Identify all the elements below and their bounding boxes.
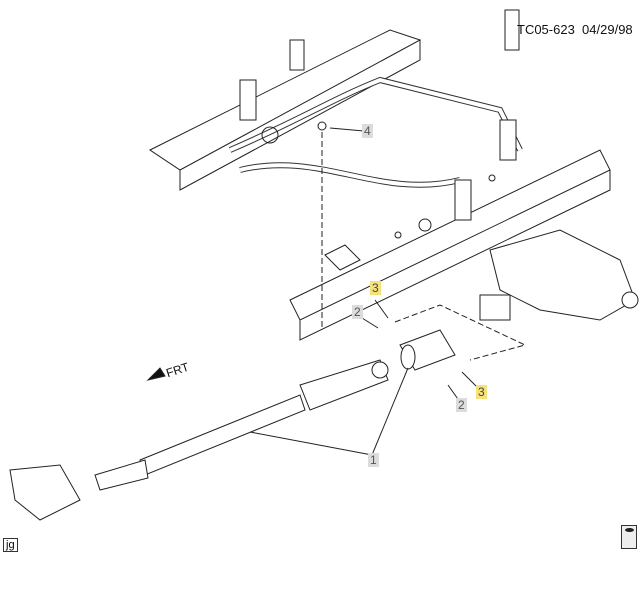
artist-initials: jg [3, 538, 18, 552]
callout-3: 3 [476, 385, 487, 399]
callout-1: 1 [368, 453, 379, 467]
vehicle-frame [149, 9, 611, 341]
diagram-code: TC05-623 04/29/98 [517, 22, 633, 37]
nut-part-4 [317, 121, 327, 131]
callout-3: 3 [370, 281, 381, 295]
manual-book-icon [621, 525, 637, 549]
callout-2: 2 [456, 398, 467, 412]
callout-4: 4 [362, 124, 373, 138]
propeller-shaft [9, 359, 389, 521]
slip-yoke [399, 329, 456, 371]
front-direction-arrow-icon [146, 367, 166, 381]
rear-differential [479, 229, 639, 321]
callout-2: 2 [352, 305, 363, 319]
